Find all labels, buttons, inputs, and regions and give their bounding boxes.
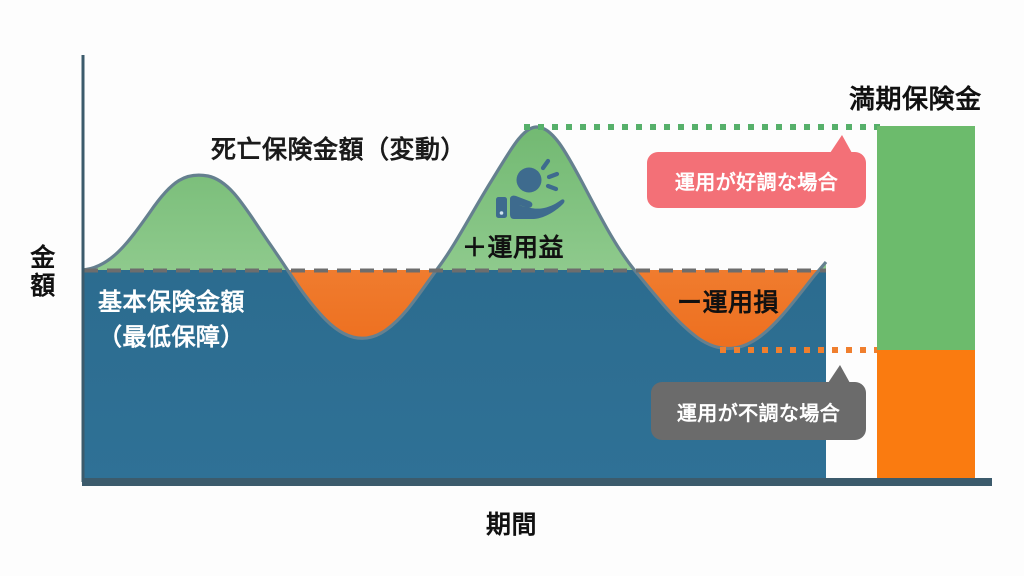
callout-tail-icon bbox=[830, 135, 852, 153]
hand-holding-coin-icon bbox=[496, 158, 565, 219]
callout-poor-performance-text: 運用が不調な場合 bbox=[676, 400, 841, 425]
y-axis-label: 金額 bbox=[30, 243, 56, 300]
x-axis-label: 期間 bbox=[486, 510, 538, 539]
death-benefit-curve bbox=[81, 125, 828, 350]
callout-tail-icon bbox=[828, 365, 850, 383]
maturity-benefit-title: 満期保険金 bbox=[849, 85, 982, 115]
investment-loss-label: ー運用損 bbox=[677, 288, 780, 317]
callout-good-performance-text: 運用が好調な場合 bbox=[674, 169, 839, 194]
investment-gain-area bbox=[82, 126, 826, 270]
maturity-bar-bad-segment bbox=[877, 350, 975, 481]
investment-gain-label: ＋運用益 bbox=[462, 233, 565, 262]
guaranteed-minimum-caption: 基本保険金額 （最低保障） bbox=[98, 288, 245, 351]
callout-good-performance: 運用が好調な場合 bbox=[647, 135, 866, 208]
callout-poor-performance: 運用が不調な場合 bbox=[651, 365, 866, 440]
maturity-bar-good-segment bbox=[877, 126, 975, 350]
series-caption: 死亡保険金額（変動） bbox=[211, 135, 467, 164]
x-axis-line bbox=[82, 478, 992, 486]
